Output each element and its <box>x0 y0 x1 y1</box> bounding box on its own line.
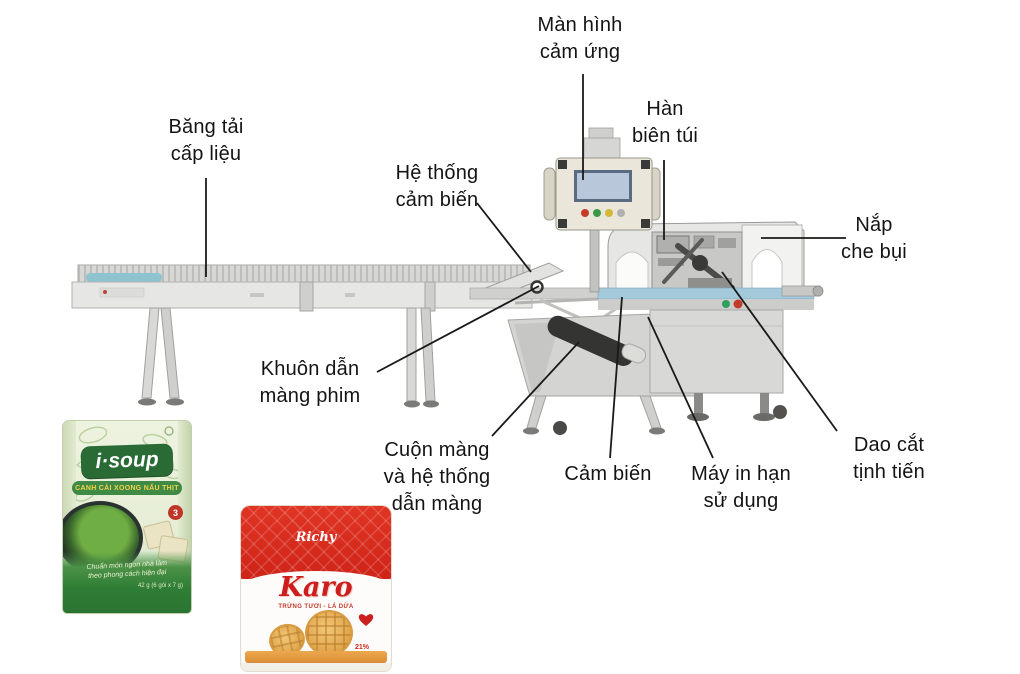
karo-percent-badge: 21% <box>354 644 369 651</box>
label-bang-tai-cap-lieu: Băng tải cấp liệu <box>168 116 244 165</box>
label-nap-che-bui: Nắp che bụi <box>841 214 907 263</box>
isoup-product-name: CANH CẢI XOONG NẤU THỊT <box>75 484 179 492</box>
karo-subtitle: TRỨNG TƯƠI - LÁ DỨA <box>278 604 354 610</box>
leader-cam-bien <box>609 296 623 459</box>
label-may-in-han-su-dung: Máy in hạn sử dụng <box>691 463 791 512</box>
panel-handle-left <box>543 167 556 221</box>
karo-brand-text: Karo <box>279 572 353 603</box>
machine-belt <box>597 287 815 300</box>
film-roll <box>547 315 634 366</box>
isoup-bottom-band <box>63 551 191 613</box>
start-button <box>722 300 730 308</box>
label-cuon-mang-dan-mang: Cuộn màng và hệ thống dẫn màng <box>383 439 491 515</box>
label-dao-cat-tinh-tien: Dao cắt tịnh tiến <box>853 434 925 483</box>
label-khuon-dan-mang-phim: Khuôn dẫn màng phim <box>259 358 361 407</box>
karo-red-panel <box>241 506 391 587</box>
sealing-unit <box>651 231 743 295</box>
stop-button <box>733 299 743 309</box>
karo-bottom-seal <box>241 663 391 671</box>
panel-button-gray <box>617 209 625 217</box>
castor-wheel <box>553 421 567 435</box>
conveyor-logo <box>99 287 145 298</box>
isoup-count-badge: 3 <box>168 505 183 520</box>
panel-button-green <box>593 209 601 217</box>
isoup-brand-text: i·soup <box>95 447 159 474</box>
label-man-hinh-cam-ung: Màn hình cảm ứng <box>537 14 623 63</box>
isoup-brand-banner: i·soup <box>80 443 174 479</box>
isoup-package: i·soup CANH CẢI XOONG NẤU THỊT 3 Chuẩn m… <box>62 420 192 614</box>
karo-maker-logo: Richy <box>295 530 337 545</box>
panel-button-yellow <box>605 209 613 217</box>
dust-cover-arch <box>751 249 783 299</box>
leader-cuon-mang <box>491 341 580 437</box>
waffle-image <box>305 610 353 656</box>
isoup-product-band: CANH CẢI XOONG NẤU THỊT <box>71 481 183 495</box>
leader-khuon-dan-mang-phim <box>376 285 540 373</box>
karo-emblem-icon <box>358 614 374 626</box>
leader-he-thong-cam-bien <box>476 202 532 273</box>
infeed-conveyor <box>71 264 533 408</box>
infeed-belt-strip <box>86 273 162 282</box>
karo-waffle-edge <box>245 651 387 663</box>
former-collar <box>530 280 544 294</box>
isoup-weight: 42 g (6 gói x 7 g) <box>137 583 183 589</box>
leader-may-in <box>647 316 714 459</box>
label-han-bien-tui: Hàn biên túi <box>631 98 699 147</box>
leader-lines <box>205 74 846 459</box>
touchscreen-panel <box>543 127 661 293</box>
karo-package: Richy Karo TRỨNG TƯƠI - LÁ DỨA 21% <box>240 505 392 672</box>
leader-dao-cat <box>721 271 838 432</box>
label-he-thong-cam-bien: Hệ thống cảm biến <box>395 162 479 211</box>
label-cam-bien: Cảm biến <box>564 463 652 485</box>
panel-button-red <box>581 209 589 217</box>
machine-cabinet <box>649 309 784 394</box>
